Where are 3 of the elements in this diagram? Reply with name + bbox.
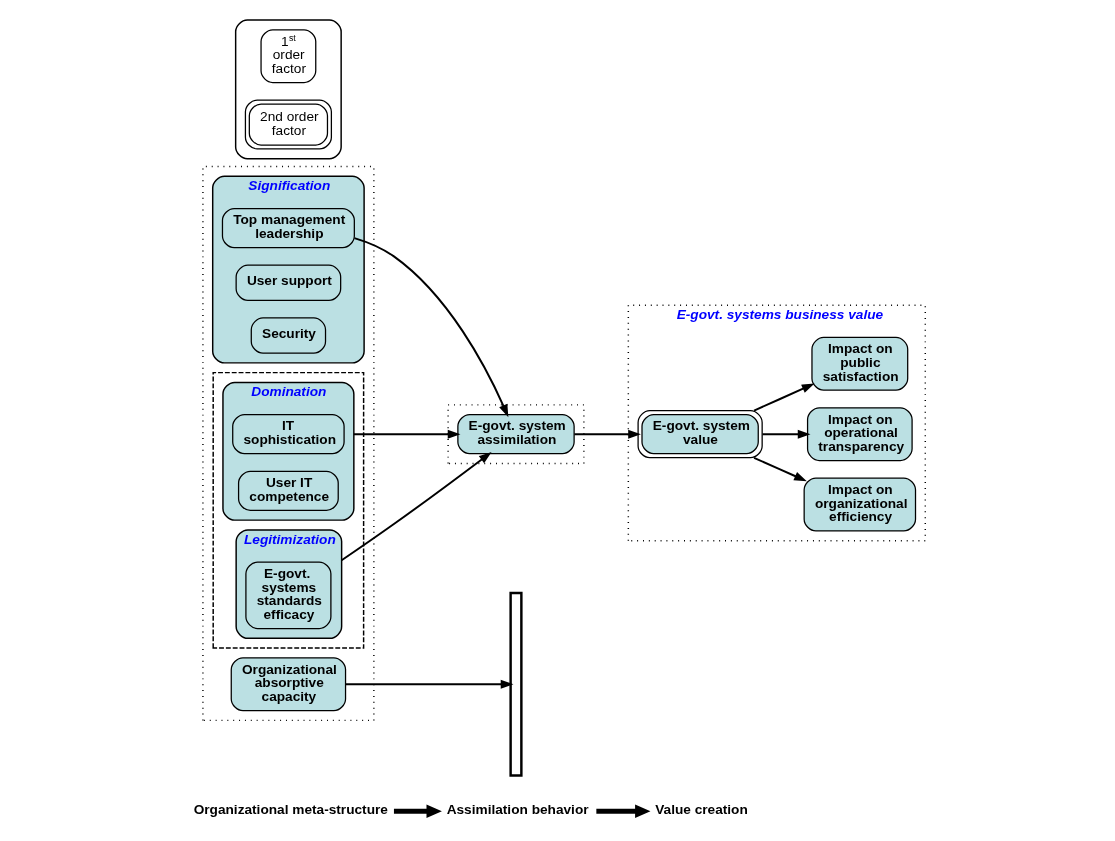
node-text: Organizational meta-structure — [193, 801, 388, 817]
node-text: Assimilation behavior — [446, 801, 589, 817]
node-text: Value creation — [654, 801, 748, 817]
